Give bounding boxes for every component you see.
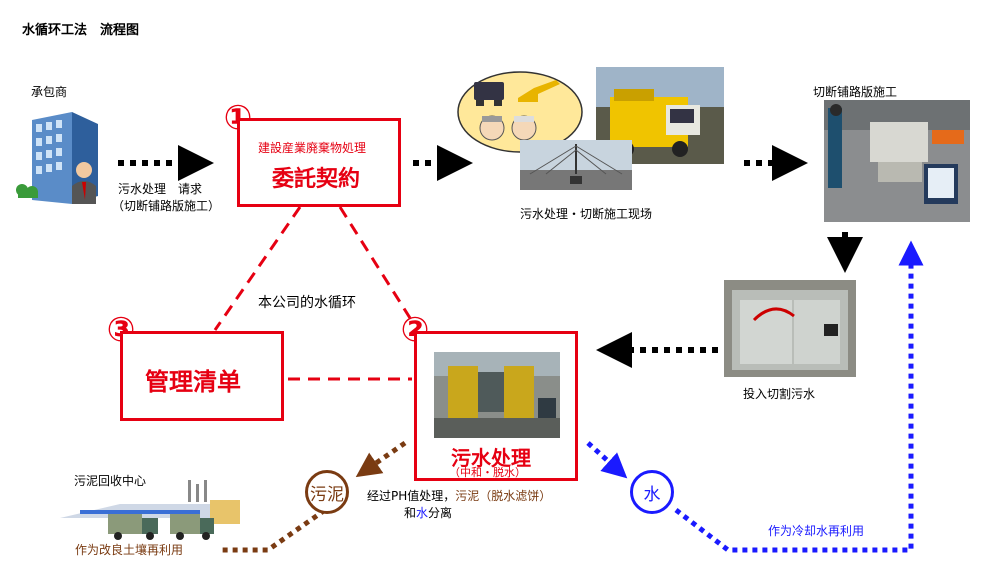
process-note-water: 水 — [416, 506, 429, 520]
water-label: 水 — [643, 484, 661, 505]
contract-subtitle: 建設産業廃棄物処理 — [258, 141, 367, 155]
process-note-line2: 和水分离 — [404, 504, 452, 521]
treatment-photo — [434, 352, 560, 438]
treatment-title: 污水处理 — [451, 446, 531, 470]
manifest-box: 管理清单 — [120, 331, 284, 421]
sludge-label: 污泥 — [310, 484, 344, 505]
site-caption: 污水处理・切断施工现场 — [520, 207, 653, 221]
request-text-line2: （切断铺路版施工） — [112, 199, 221, 213]
cycle-label: 本公司的水循环 — [258, 292, 356, 312]
contract-box: 建設産業廃棄物処理 委託契約 — [237, 118, 401, 207]
tank-photo — [724, 280, 856, 377]
water-reuse-text: 作为冷却水再利用 — [768, 524, 865, 538]
cutting-machine-image-icon — [824, 100, 970, 222]
process-note-sludge: 污泥（脱水滤饼） — [455, 489, 552, 503]
water-circle: 水 — [630, 470, 674, 514]
speech-bubble-illustration — [457, 71, 583, 153]
cutting-photo — [824, 100, 970, 222]
sludge-center-label: 污泥回收中心 — [74, 474, 147, 488]
wastewater-tank-image-icon — [724, 280, 856, 377]
factory-trucks-icon — [60, 480, 240, 540]
bridge-image-icon — [520, 140, 632, 190]
arrow-to-water — [586, 441, 628, 479]
treatment-box: 污水处理 （中和・脱水） — [414, 331, 578, 481]
contractor-label: 承包商 — [31, 85, 68, 99]
bridge-photo — [520, 140, 632, 190]
process-note-ph: 经过PH值处理， — [367, 489, 456, 503]
request-text-line1: 污水处理 请求 — [118, 182, 203, 196]
manifest-title: 管理清单 — [145, 368, 241, 396]
sludge-reuse-text: 作为改良土壤再利用 — [75, 543, 184, 557]
cycle-line-1-to-2 — [338, 206, 412, 319]
cycle-line-1-to-3 — [213, 206, 302, 331]
sludge-circle: 污泥 — [305, 470, 349, 514]
office-building-icon — [16, 112, 98, 204]
tank-caption: 投入切割污水 — [743, 387, 816, 401]
treatment-subtitle: （中和・脱水） — [449, 466, 526, 479]
treatment-plant-image-icon — [434, 352, 560, 438]
sludge-path-to-center — [220, 507, 327, 553]
page-title: 水循环工法 流程图 — [22, 23, 140, 38]
contract-title: 委託契約 — [272, 167, 361, 192]
process-note-and: 和 — [404, 506, 417, 520]
water-return-path — [674, 240, 924, 553]
arrow-to-sludge — [355, 440, 407, 478]
process-note-line1: 经过PH值处理，污泥（脱水滤饼） — [367, 487, 551, 504]
process-note-separate: 分离 — [428, 506, 453, 520]
cutting-caption: 切断铺路版施工 — [813, 85, 898, 99]
